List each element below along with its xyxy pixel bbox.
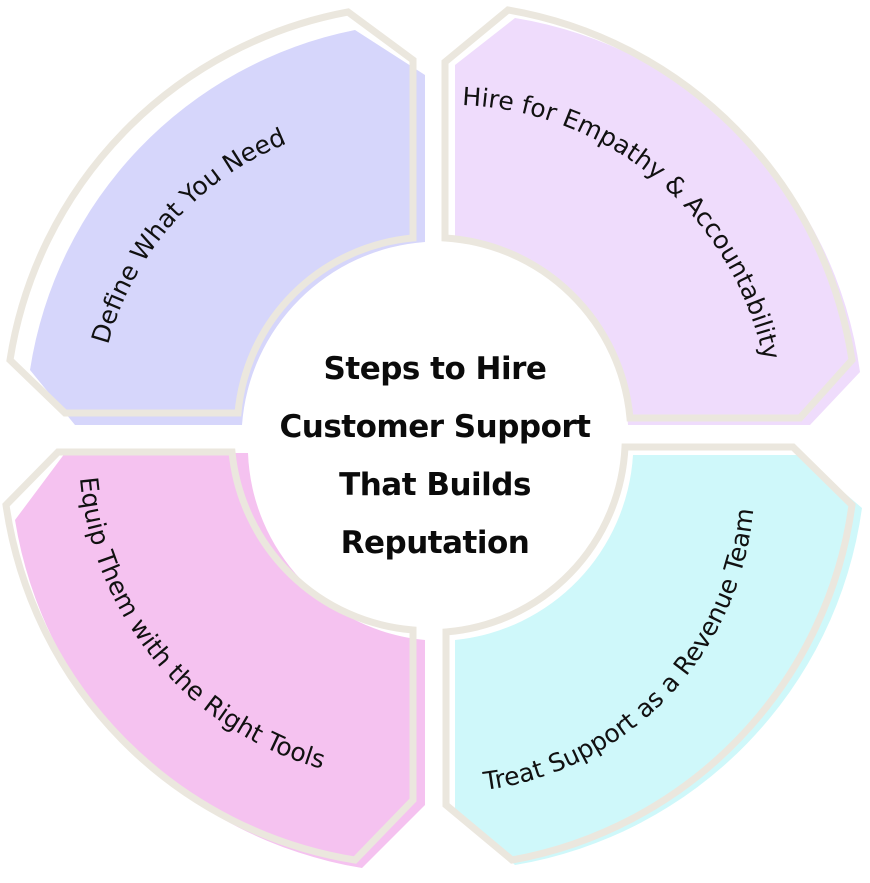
segment-top-left-outline [6,8,417,417]
segment-bottom-left-fill [15,453,425,868]
center-title-line: Customer Support [279,409,591,445]
segment-bottom-right-fill [455,455,862,865]
segment-bottom-left-outline [2,448,417,864]
segment-top-right-outline [441,6,856,422]
center-title-line: Steps to Hire [323,351,547,387]
segment-bottom-left: Equip Them with the Right Tools [2,448,425,868]
segment-bottom-right: Treat Support as a Revenue Team [442,443,862,865]
center-title: Steps to Hire Customer Support That Buil… [245,340,625,572]
segment-top-right-fill [455,18,860,425]
center-title-line: Reputation [340,525,530,561]
center-title-line: That Builds [339,467,531,503]
segment-bottom-right-outline [442,443,856,864]
segment-top-left-fill [30,30,425,425]
